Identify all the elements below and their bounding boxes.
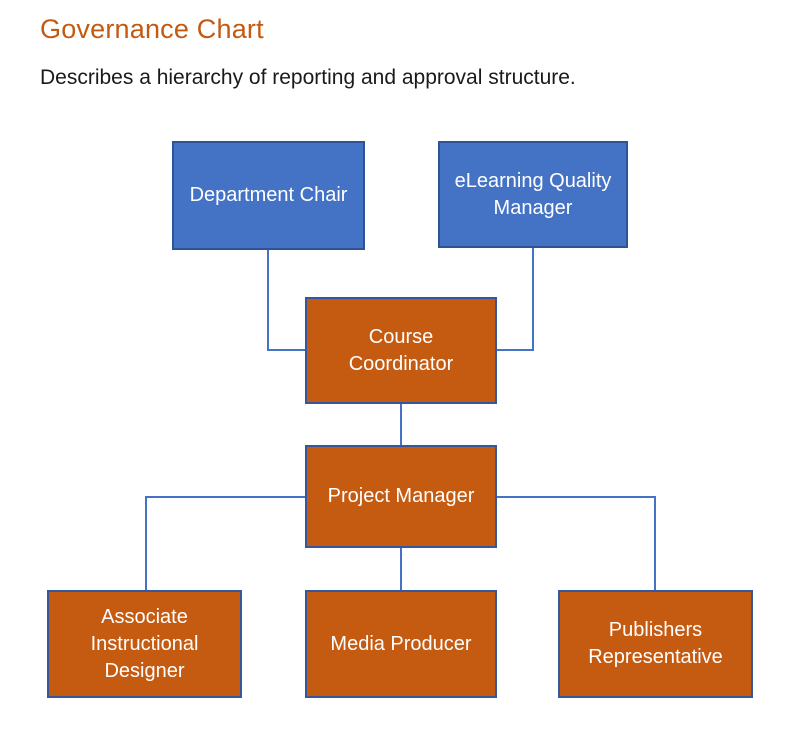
node-department-chair: Department Chair [172, 141, 365, 250]
connector-project-manager-right-horizontal [497, 496, 656, 498]
node-media-producer: Media Producer [305, 590, 497, 698]
connector-project-manager-middle-vertical [400, 548, 402, 590]
connector-elearning-manager-vertical [532, 248, 534, 350]
connector-project-manager-left-horizontal [145, 496, 305, 498]
node-elearning-quality-manager: eLearning Quality Manager [438, 141, 628, 248]
connector-coordinator-to-project-manager [400, 404, 402, 445]
node-label: Publishers Representative [588, 619, 723, 668]
node-project-manager: Project Manager [305, 445, 497, 548]
connector-department-chair-vertical [267, 250, 269, 350]
connector-project-manager-left-vertical [145, 496, 147, 590]
node-label: Associate Instructional Designer [90, 605, 199, 682]
node-label: Project Manager [327, 485, 475, 507]
connector-elearning-manager-horizontal [497, 349, 534, 351]
connector-project-manager-right-vertical [654, 496, 656, 590]
page-subtitle: Describes a hierarchy of reporting and a… [40, 66, 576, 89]
node-label: Media Producer [330, 632, 472, 655]
node-label: Department Chair [189, 184, 348, 206]
node-publishers-representative: Publishers Representative [558, 590, 753, 698]
node-label: Course Coordinator [348, 325, 454, 375]
page-title: Governance Chart [40, 14, 264, 44]
node-course-coordinator: Course Coordinator [305, 297, 497, 404]
node-label: eLearning Quality Manager [454, 169, 612, 219]
node-associate-instructional-designer: Associate Instructional Designer [47, 590, 242, 698]
connector-department-chair-horizontal [267, 349, 305, 351]
